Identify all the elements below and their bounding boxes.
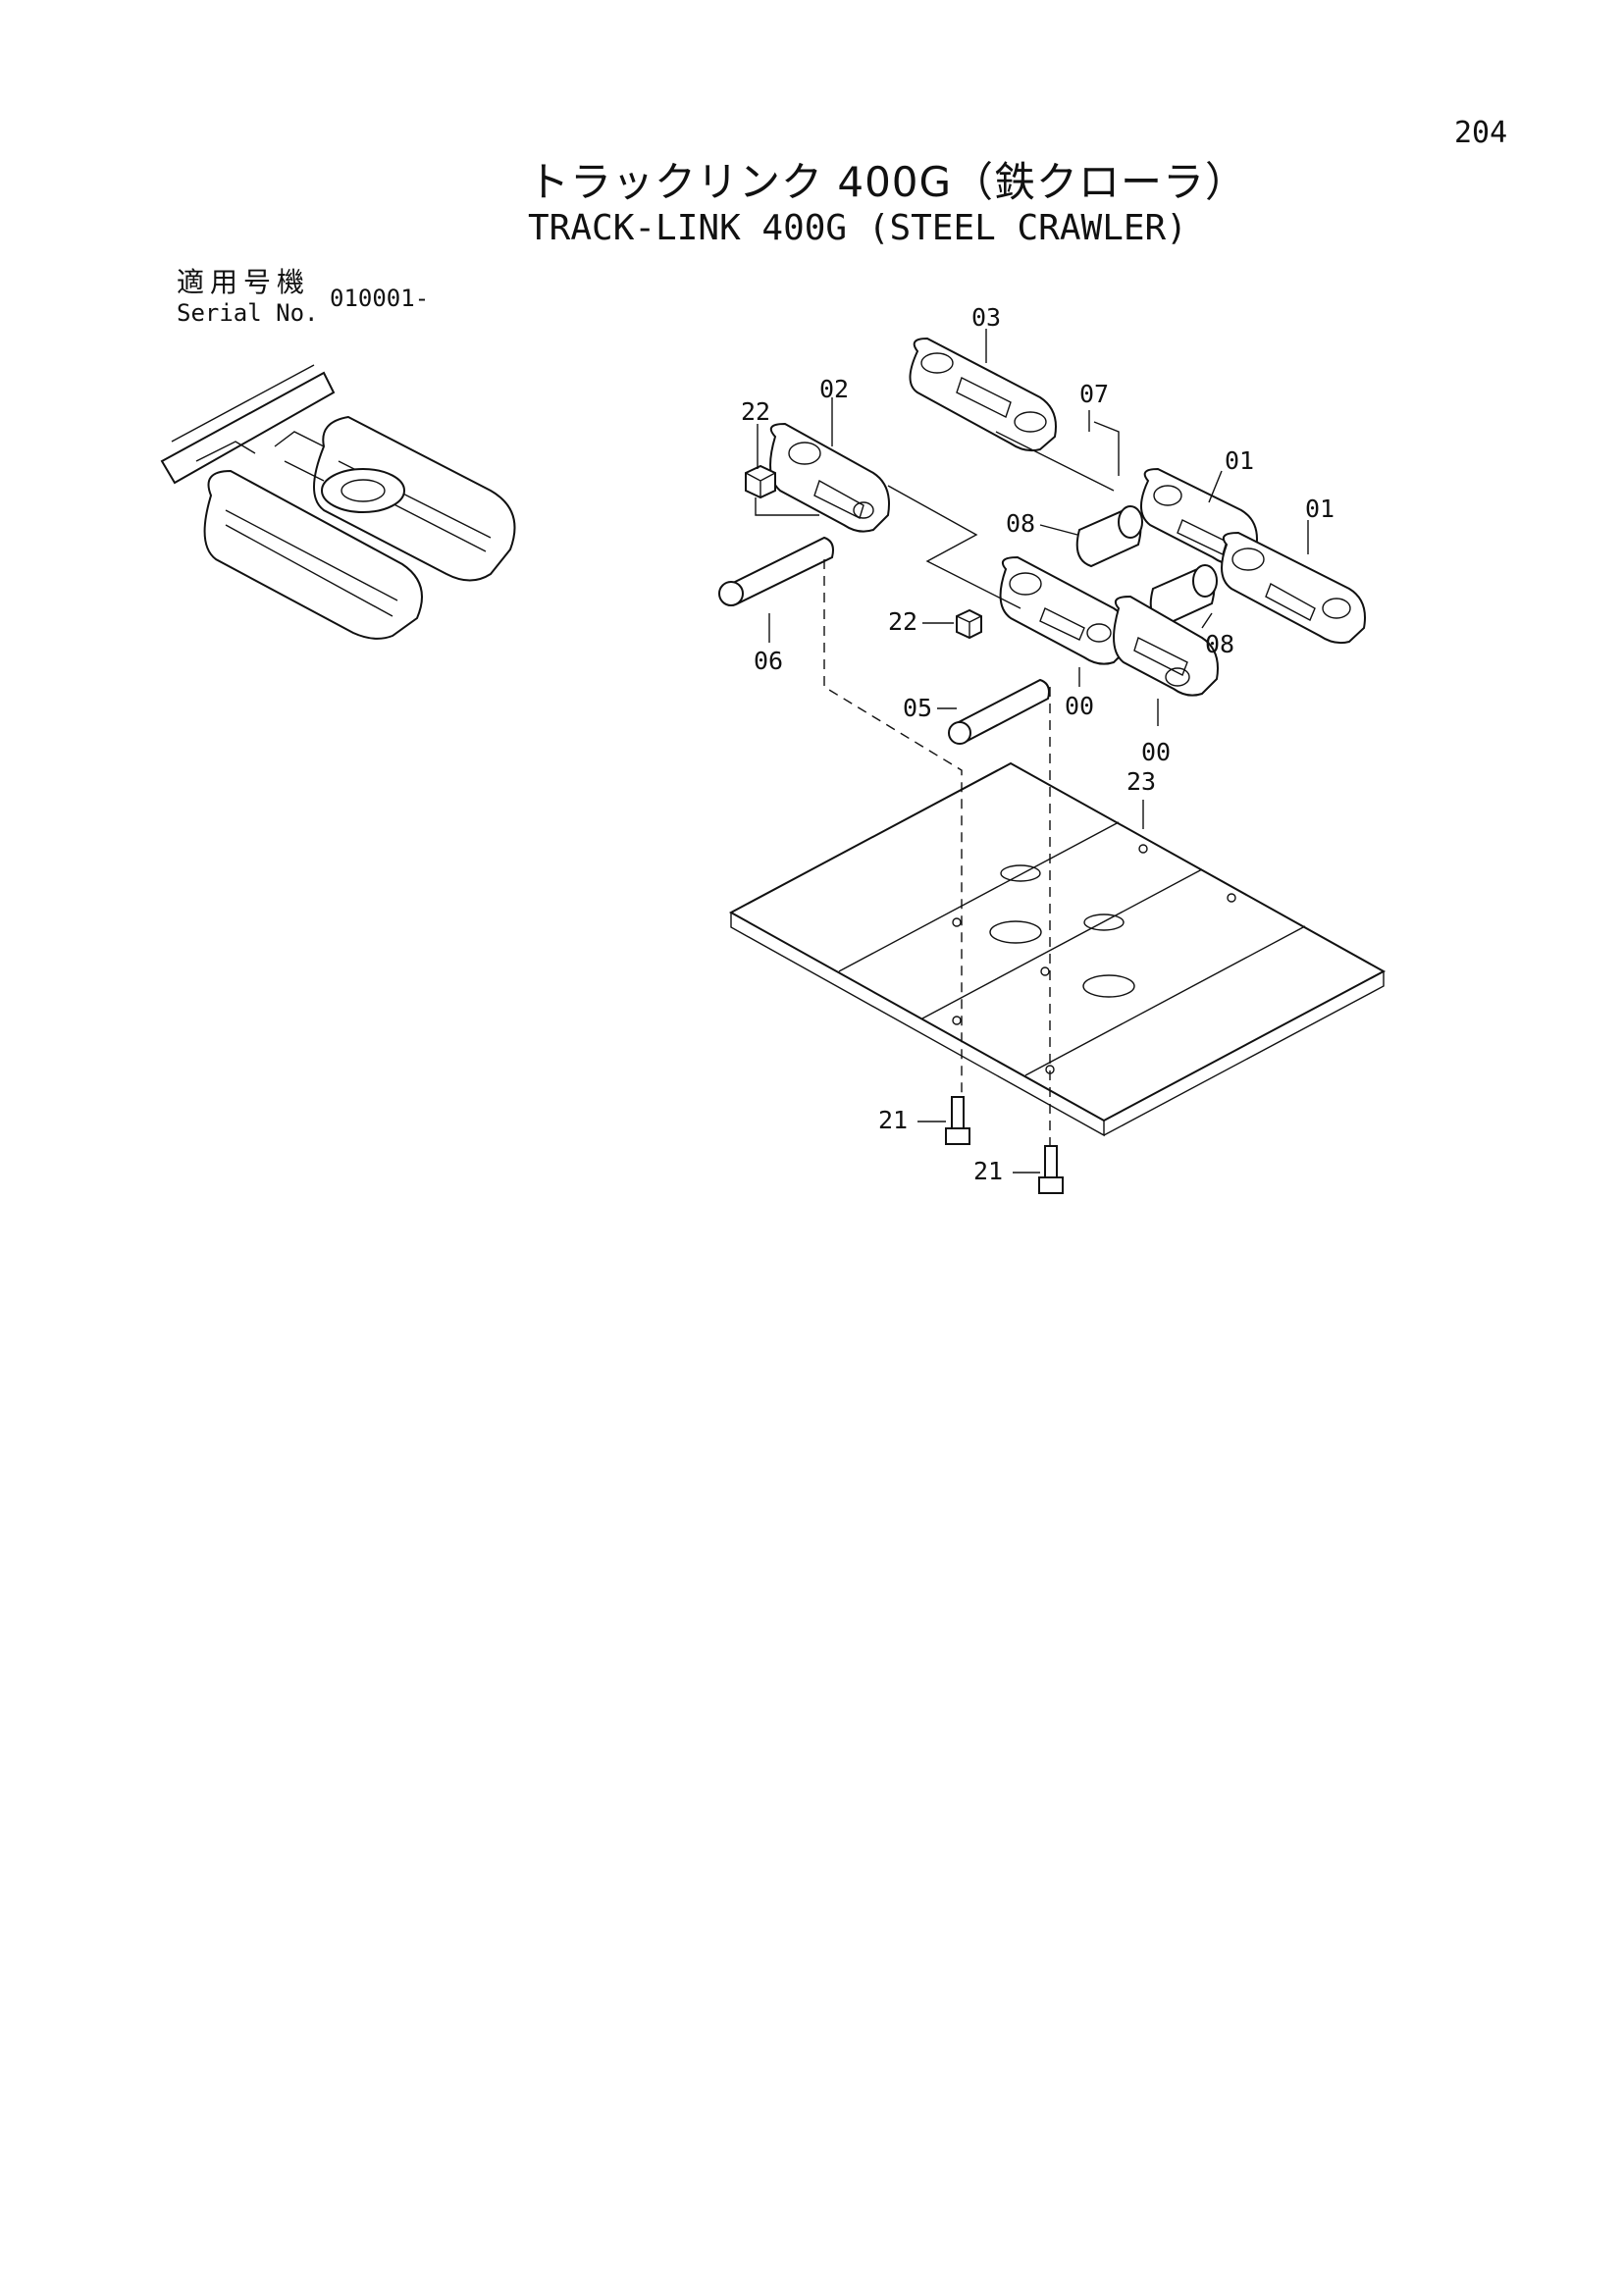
callout-03: 03: [971, 303, 1001, 332]
page-number: 204: [1454, 116, 1508, 150]
callout-05: 05: [903, 694, 932, 722]
callout-00-right: 00: [1141, 738, 1171, 766]
callout-21-right: 21: [973, 1157, 1003, 1185]
pin-05: [948, 678, 1050, 745]
callout-08-upper: 08: [1006, 509, 1035, 538]
bolt-21-left: [945, 1096, 970, 1145]
bushing-08-upper: [1075, 505, 1143, 568]
page-title-japanese: トラックリンク 400G（鉄クローラ）: [528, 158, 1248, 206]
track-link-00-right: [1113, 595, 1219, 697]
serial-number-value: 010001-: [330, 285, 430, 312]
callout-00-center: 00: [1065, 692, 1094, 720]
callout-22-lower: 22: [888, 607, 917, 636]
dashed-guide-left: [823, 559, 963, 1099]
page-title-english: TRACK-LINK 400G (STEEL CRAWLER): [528, 208, 1187, 248]
callout-21-left: 21: [878, 1106, 908, 1134]
pin-06: [718, 536, 834, 606]
callout-08-lower: 08: [1205, 630, 1234, 658]
excavator-overview-illustration: [160, 364, 516, 640]
leader-08b: [1201, 612, 1213, 629]
leader-08a: [1039, 524, 1078, 536]
nut-22-lower: [956, 608, 982, 640]
callout-22-upper: 22: [741, 397, 770, 426]
shoe-plate-23: [728, 761, 1387, 1137]
serial-label-english: Serial No.: [177, 299, 319, 327]
callout-01-upper: 01: [1225, 446, 1254, 475]
callout-02: 02: [819, 375, 849, 403]
callout-06: 06: [754, 647, 783, 675]
assembly-line-03-07: [995, 431, 1115, 492]
serial-label-japanese: 適用号機: [177, 266, 311, 298]
assembly-line-22a: [755, 497, 819, 516]
track-link-03: [909, 337, 1057, 452]
assembly-line-02: [887, 485, 1021, 609]
track-link-00-center: [999, 555, 1130, 665]
bushing-08-lower: [1149, 564, 1218, 627]
callout-23: 23: [1126, 767, 1156, 796]
callout-07: 07: [1079, 380, 1109, 408]
nut-22-upper: [745, 464, 776, 499]
bolt-21-right: [1038, 1145, 1064, 1194]
assembly-line-07: [1093, 421, 1120, 476]
leader-01a: [1208, 470, 1223, 503]
callout-01-lower: 01: [1305, 495, 1335, 523]
track-link-01-lower: [1221, 531, 1366, 645]
